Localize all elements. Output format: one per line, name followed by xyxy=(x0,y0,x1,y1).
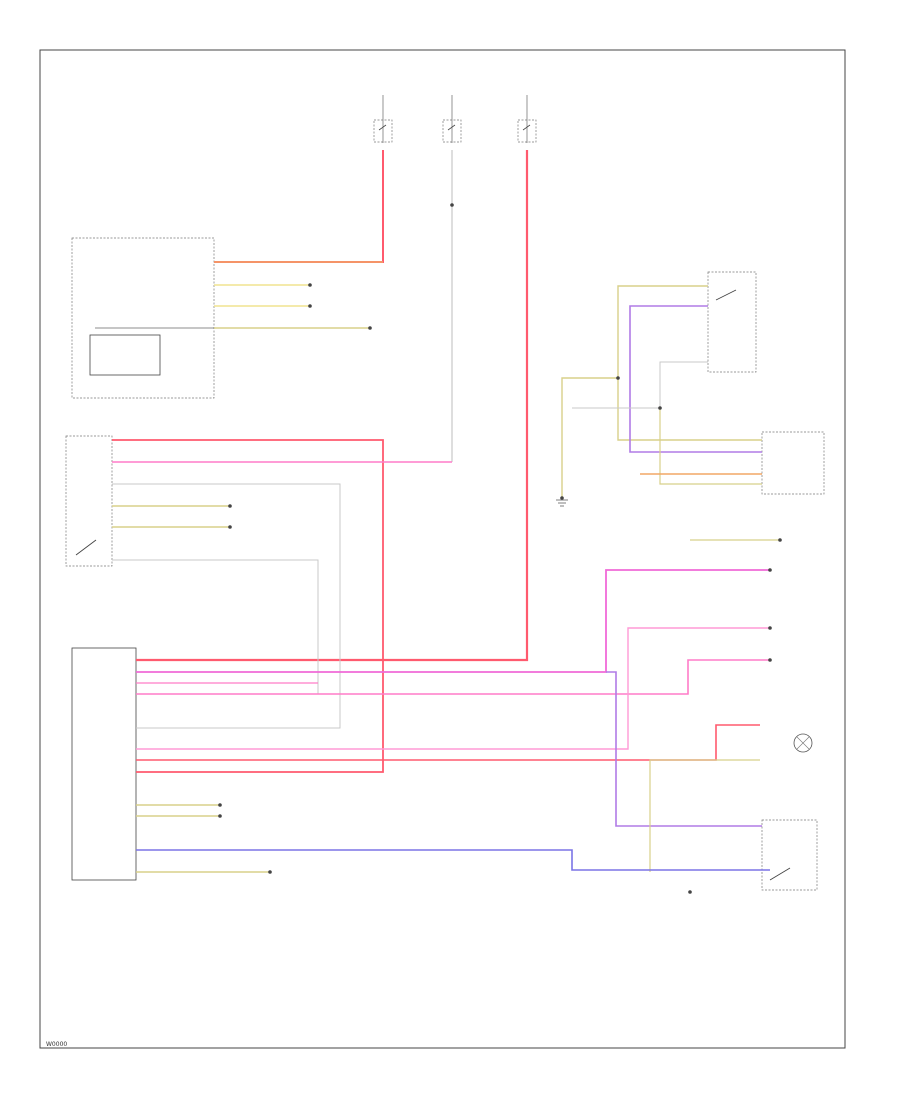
rear-lid-remote-switch xyxy=(65,435,113,567)
connector-pins xyxy=(218,203,782,894)
wire-red-fuse3 xyxy=(136,150,529,662)
wire-pink-module-2 xyxy=(136,627,770,750)
wire-olive-right-top xyxy=(617,285,762,441)
diagram-id-label: W0000 xyxy=(46,1041,67,1048)
ground-symbol xyxy=(556,499,568,507)
wire-magenta-rear xyxy=(136,569,770,673)
wire-gray-right xyxy=(572,361,708,409)
wire-olive-ground-right xyxy=(561,377,618,498)
diagram-frame xyxy=(39,49,846,1049)
wire-red-lamp xyxy=(136,724,760,761)
fuse-2 xyxy=(442,95,462,143)
rear-lid-release-switch-top xyxy=(707,271,757,373)
wire-olive-right-2 xyxy=(659,408,762,485)
wire-blue xyxy=(136,849,770,871)
wire-purple-lamp xyxy=(606,671,762,827)
wire-gray-switch-2 xyxy=(112,559,319,695)
fuse-3 xyxy=(517,95,537,143)
fuse-1 xyxy=(373,95,393,143)
control-module xyxy=(71,647,137,881)
wire-red-fuse1 xyxy=(214,150,384,263)
rear-lid-switch-bottom xyxy=(761,819,818,891)
luggage-compartment-lamp xyxy=(793,733,813,753)
rear-lid-control-module xyxy=(761,431,825,495)
instrument-cluster xyxy=(71,237,215,399)
wire-gray-switch xyxy=(112,483,341,729)
wire-pink-module xyxy=(136,659,770,695)
wire-red-switch xyxy=(112,439,384,773)
wire-olive-lamp xyxy=(649,759,760,872)
wire-purple-right xyxy=(629,305,762,453)
